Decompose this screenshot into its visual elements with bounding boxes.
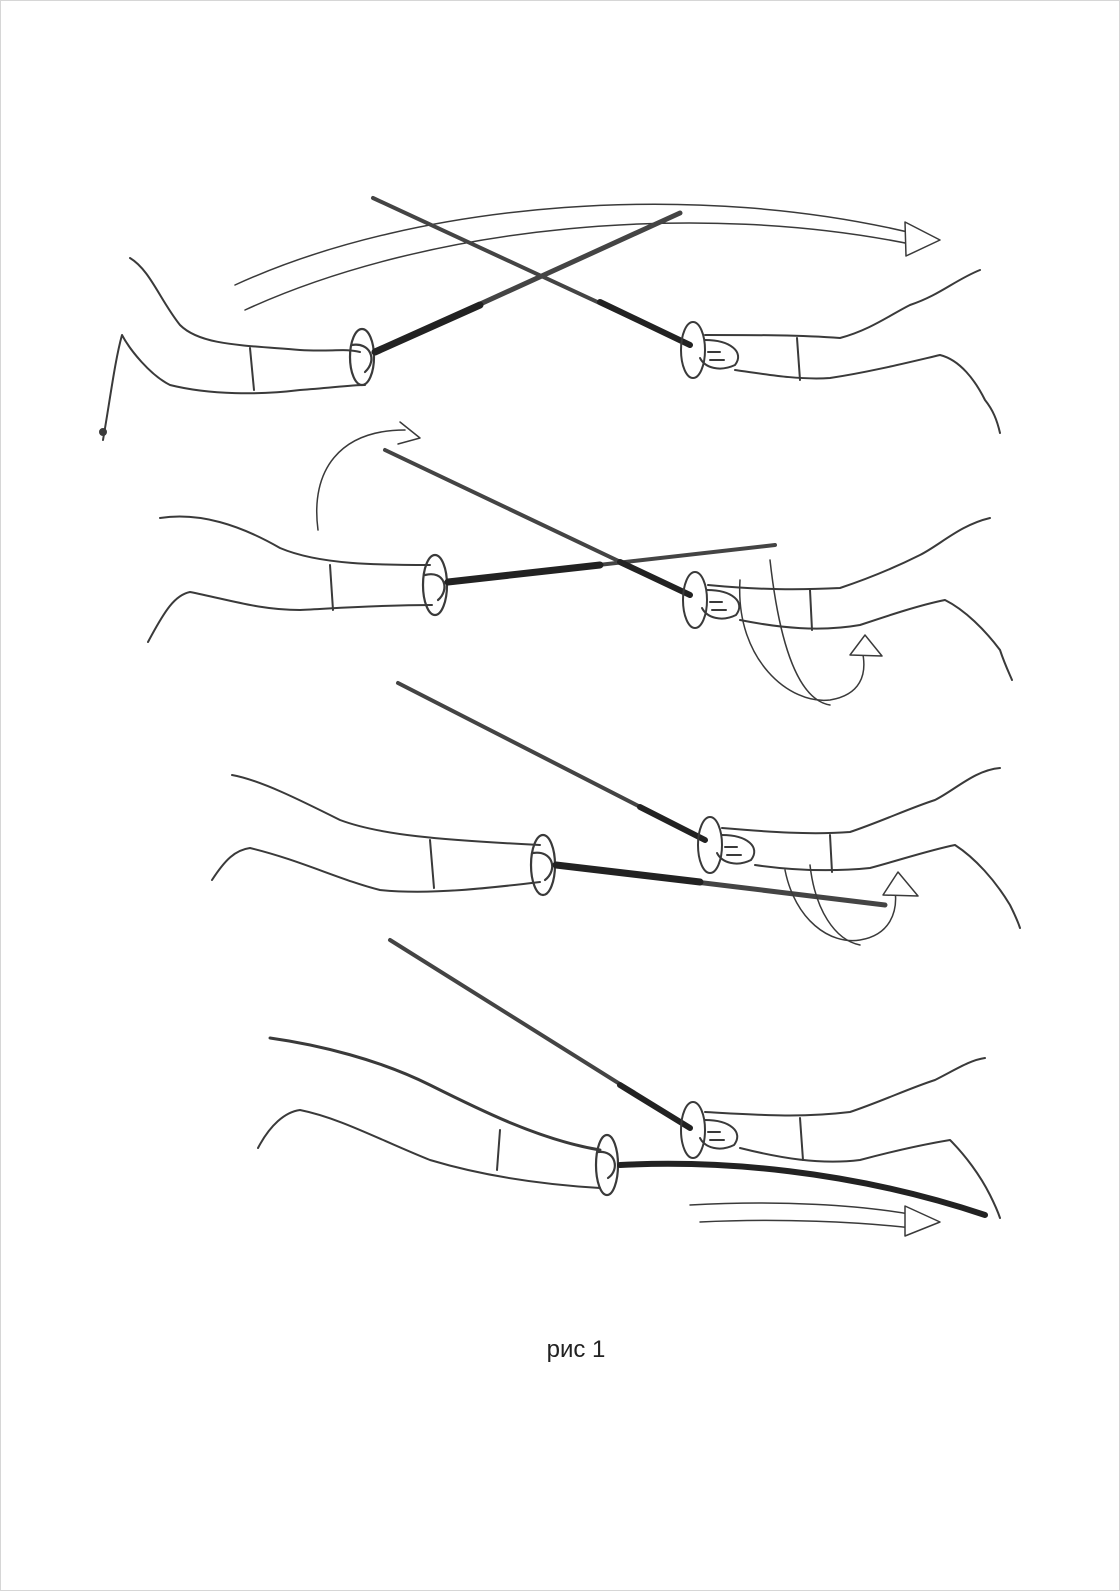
double-line-arrow: [690, 1203, 940, 1236]
panel-2: [148, 422, 1012, 705]
right-arm: [681, 270, 1000, 433]
left-arm: [100, 258, 365, 440]
left-guard: [596, 1135, 618, 1195]
left-blade: [620, 1164, 985, 1215]
right-blade-forte: [600, 302, 690, 345]
left-guard: [531, 835, 555, 895]
right-blade-forte: [620, 562, 690, 595]
left-blade-forte: [375, 305, 480, 352]
right-arm: [683, 518, 1012, 680]
left-blade-forte: [448, 565, 600, 582]
right-blade-forte: [640, 807, 705, 840]
right-blade-forte: [620, 1085, 690, 1128]
left-blade-forte: [556, 865, 700, 882]
figure-caption-text: рис 1: [547, 1336, 606, 1363]
panel-1: [100, 198, 1000, 440]
panel-3: [212, 683, 1020, 945]
small-arc-arrow: [317, 422, 420, 530]
left-arm: [148, 517, 432, 642]
figure-caption: рис 1: [0, 1336, 1120, 1364]
left-arm: [212, 775, 540, 892]
left-guard: [350, 329, 374, 385]
left-arm: [258, 1038, 600, 1188]
left-guard: [423, 555, 447, 615]
right-arm: [681, 1058, 1000, 1218]
circular-arrow: [785, 865, 918, 945]
panel-4: [258, 940, 1000, 1236]
